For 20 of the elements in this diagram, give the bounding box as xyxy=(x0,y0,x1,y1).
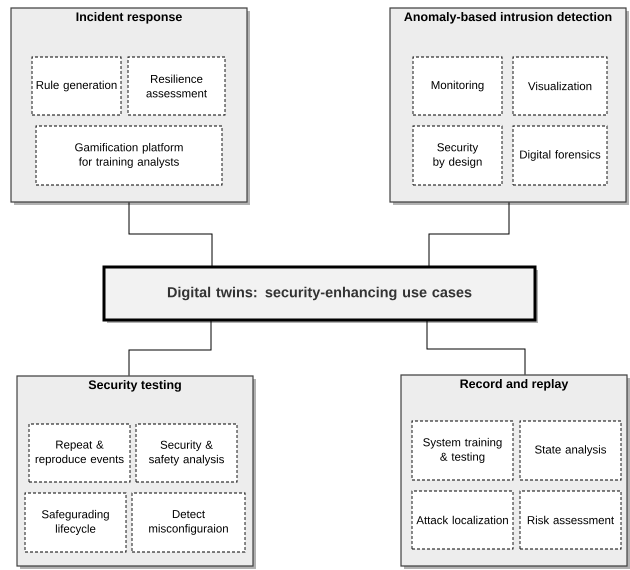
use-case-box: Attack localization xyxy=(412,490,514,550)
use-case-box: Resilience assessment xyxy=(128,56,226,116)
use-case-box: Visualization xyxy=(512,56,608,116)
title-box: Digital twins: security-enhancing use cases xyxy=(102,266,538,323)
use-case-box: Gamification platform for training analysts xyxy=(36,126,222,186)
connector-line xyxy=(426,321,526,375)
use-case-box: Safegurading lifecycle xyxy=(24,492,126,552)
use-case-box: State analysis xyxy=(520,420,622,480)
connector-line xyxy=(428,202,510,266)
use-case-box: Security & safety analysis xyxy=(136,424,238,482)
connector-line xyxy=(128,321,212,376)
use-case-box: Monitoring xyxy=(412,56,502,116)
use-case-box: Repeat & reproduce events xyxy=(28,424,130,482)
use-case-box: System training & testing xyxy=(412,420,514,480)
use-case-box: Digital forensics xyxy=(512,126,608,186)
use-case-box: Rule generation xyxy=(32,56,122,116)
use-case-box: Detect misconfiguraion xyxy=(132,492,246,552)
connector-line xyxy=(128,202,212,266)
use-case-box: Security by design xyxy=(412,126,502,186)
use-case-box: Risk assessment xyxy=(520,490,622,550)
